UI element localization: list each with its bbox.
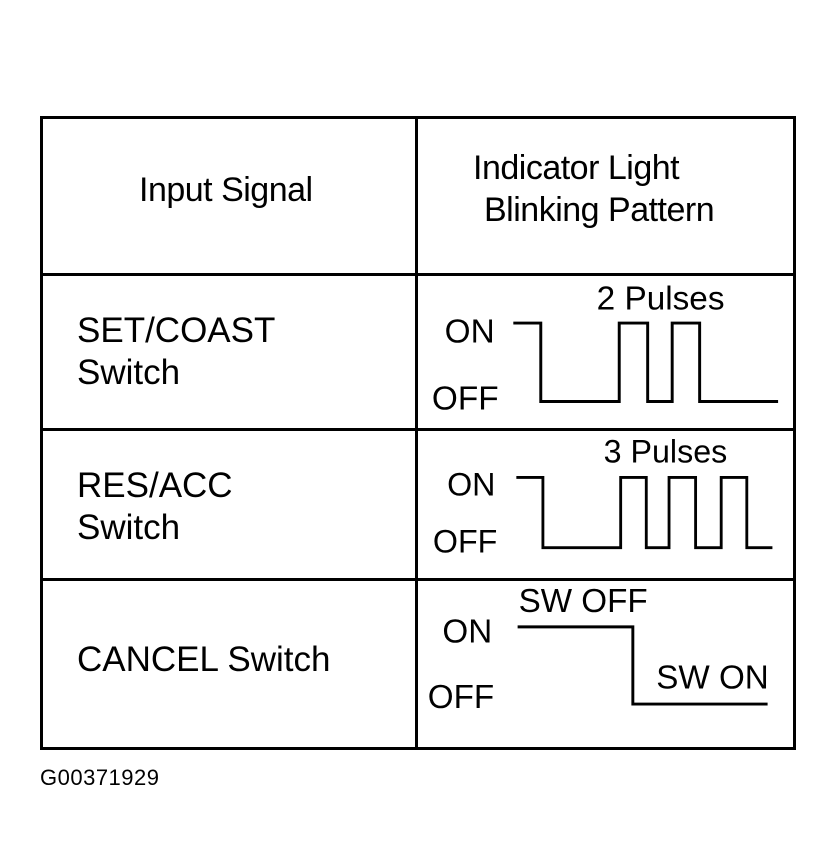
row-label-line1: CANCEL Switch xyxy=(77,640,331,679)
row-res-acc-pattern-cell: 3 Pulses ON OFF xyxy=(418,431,793,581)
switch-state-line xyxy=(517,625,768,706)
row-label-line1: RES/ACC xyxy=(77,466,233,505)
row-label: SET/COAST Switch xyxy=(77,310,275,394)
row-set-coast-pattern-cell: 2 Pulses ON OFF xyxy=(418,276,793,431)
row-set-coast-label-cell: SET/COAST Switch xyxy=(43,276,418,431)
row-label: RES/ACC Switch xyxy=(77,465,233,549)
pulse-count-annotation: 2 Pulses xyxy=(597,280,725,317)
header-pattern-cell: Indicator Light Blinking Pattern xyxy=(418,119,793,276)
switch-on-state-label: SW ON xyxy=(656,659,768,696)
res-acc-waveform: 3 Pulses ON OFF xyxy=(433,433,773,559)
off-level-label: OFF xyxy=(433,523,497,559)
pulse-waveform-line xyxy=(516,476,773,550)
row-cancel-pattern-cell: SW OFF ON OFF SW ON xyxy=(418,581,793,747)
header-pattern-line2: Blinking Pattern xyxy=(484,191,715,229)
row-res-acc-label-cell: RES/ACC Switch xyxy=(43,431,418,581)
row-label-line2: Switch xyxy=(77,353,181,392)
figure-id-caption: G00371929 xyxy=(40,765,160,790)
on-level-label: ON xyxy=(445,314,495,351)
header-input-signal: Input Signal xyxy=(139,171,313,209)
on-level-label: ON xyxy=(447,466,495,502)
header-pattern-line1: Indicator Light xyxy=(473,149,680,187)
signal-pattern-table: Input Signal Indicator Light Blinking Pa… xyxy=(40,116,796,750)
cancel-waveform: SW OFF ON OFF SW ON xyxy=(428,583,769,716)
row-label: CANCEL Switch xyxy=(77,639,331,681)
pulse-waveform-line xyxy=(513,321,779,403)
switch-off-state-label: SW OFF xyxy=(519,583,648,620)
set-coast-waveform: 2 Pulses ON OFF xyxy=(432,280,779,417)
row-label-line2: Switch xyxy=(77,508,181,547)
off-level-label: OFF xyxy=(432,380,499,417)
off-level-label: OFF xyxy=(428,679,494,716)
pulse-count-annotation: 3 Pulses xyxy=(604,433,728,469)
row-cancel-label-cell: CANCEL Switch xyxy=(43,581,418,747)
row-label-line1: SET/COAST xyxy=(77,311,276,350)
header-input-signal-cell: Input Signal xyxy=(43,119,418,276)
on-level-label: ON xyxy=(442,614,492,651)
